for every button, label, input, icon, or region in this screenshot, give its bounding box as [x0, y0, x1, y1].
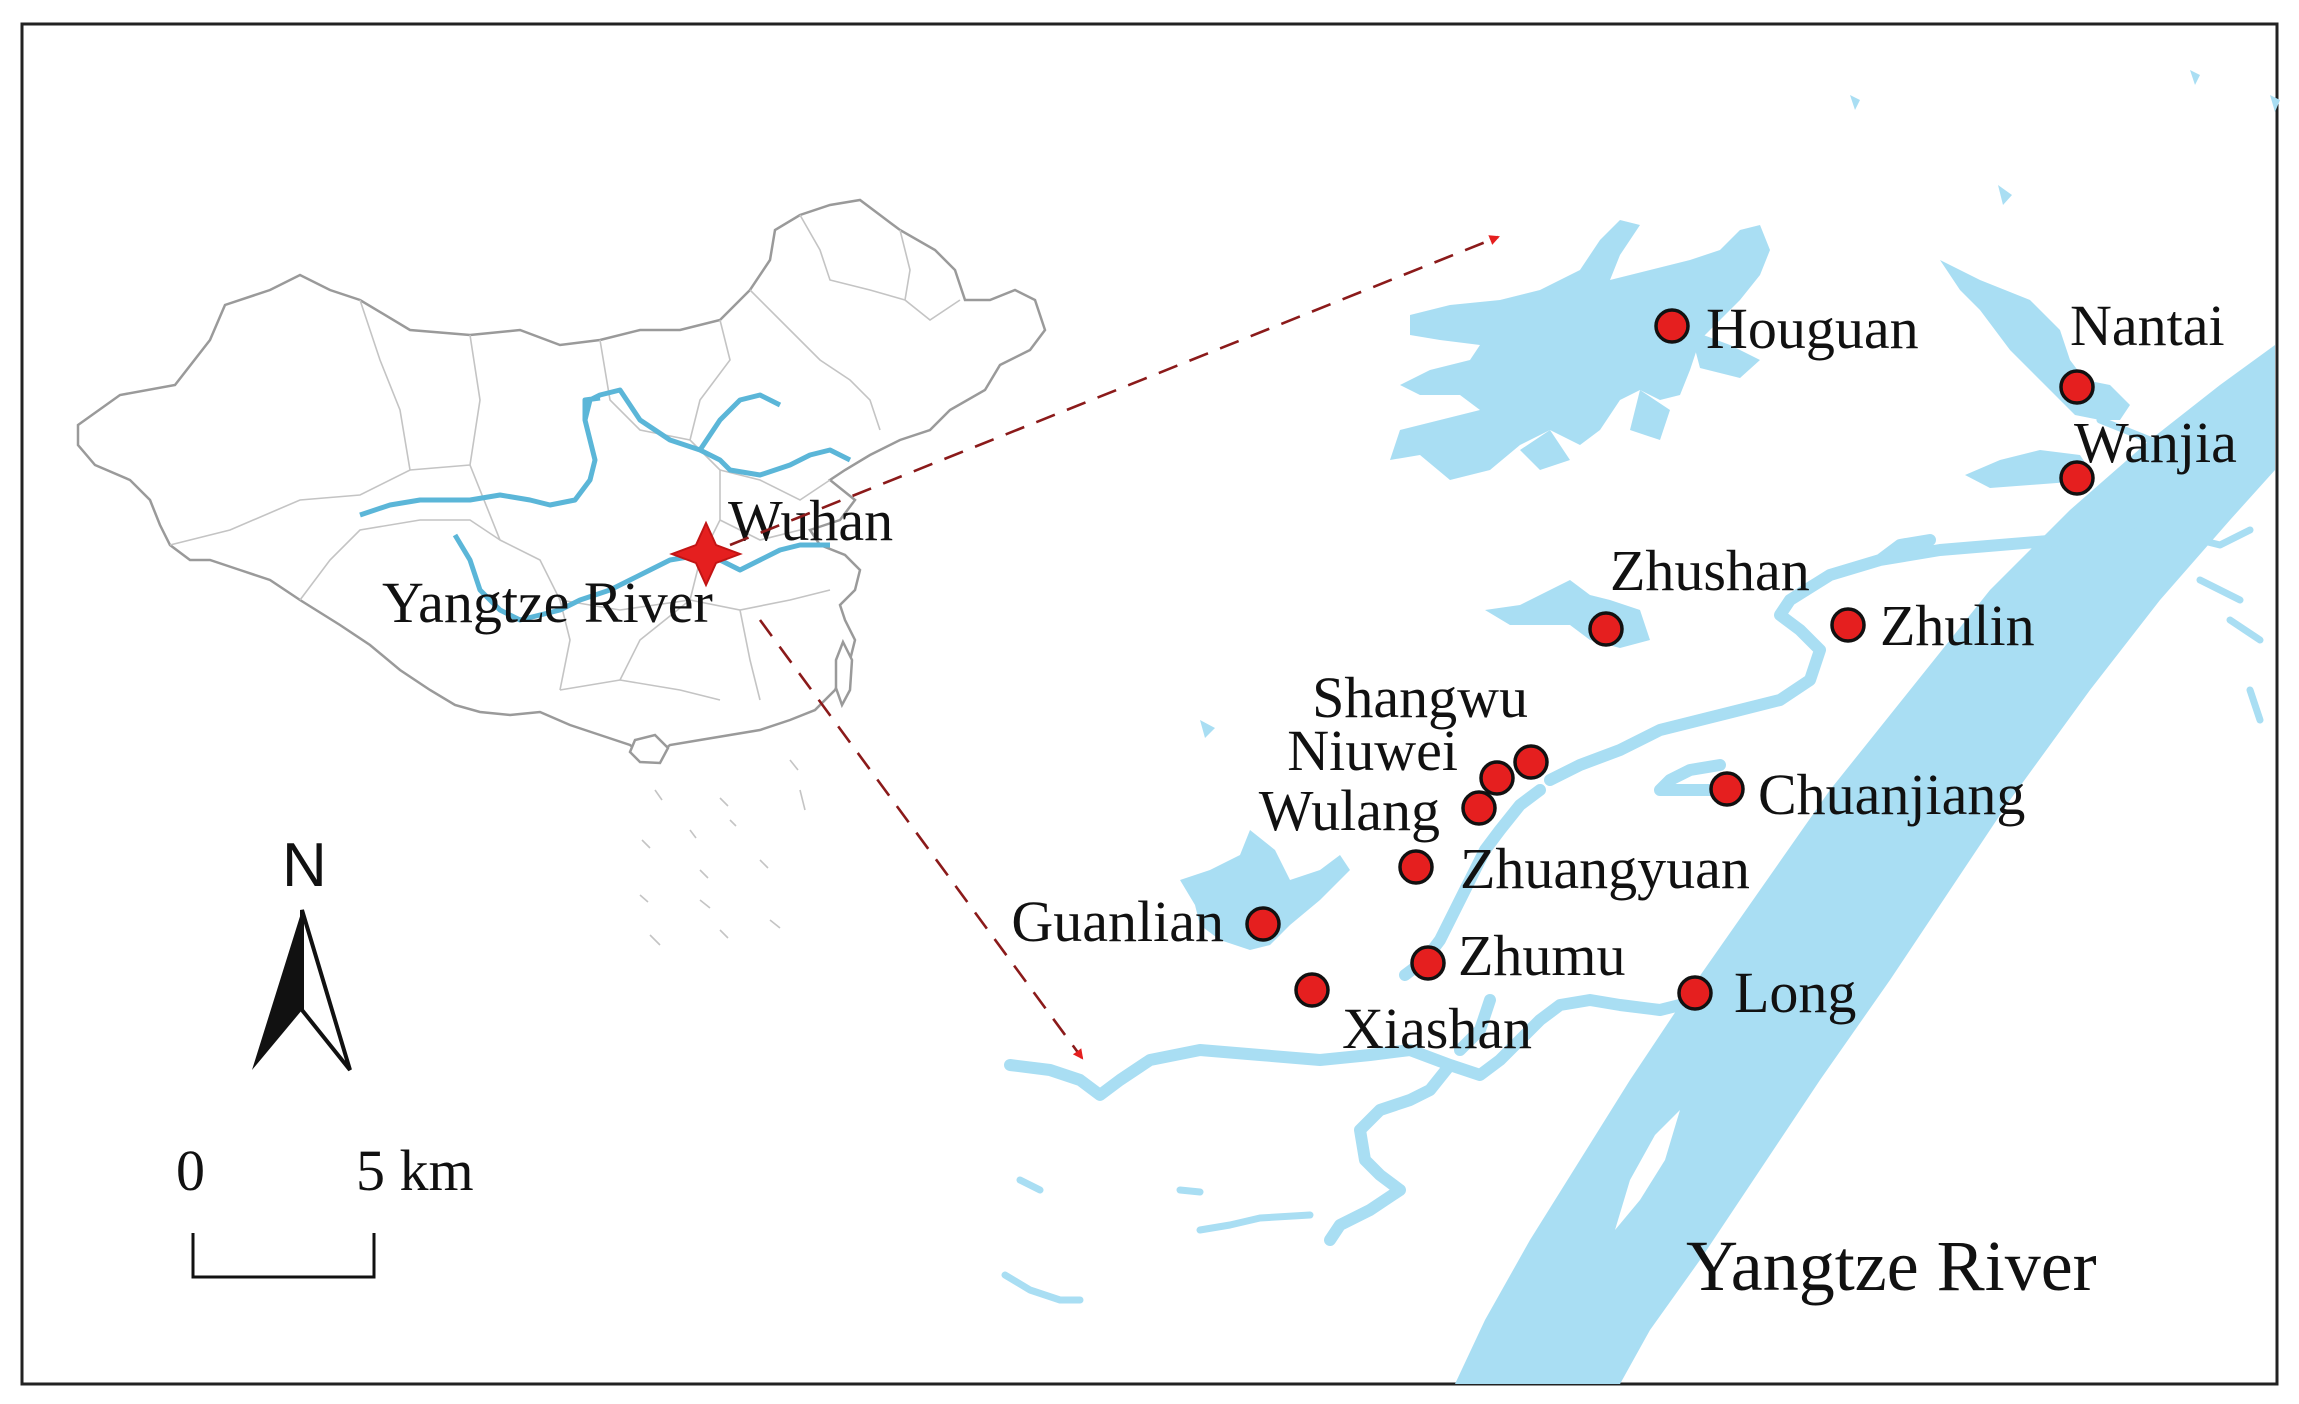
north-arrow-dark-half [252, 910, 302, 1070]
site-marker-houguan [1654, 308, 1690, 344]
site-marker-zhumu [1410, 945, 1446, 981]
site-marker-zhulin [1830, 607, 1866, 643]
lake-water-bodies [1001, 70, 2280, 1384]
thin-channels [1001, 416, 2264, 1304]
site-label-shangwu: Shangwu [1312, 665, 1528, 730]
scale-end-label: 5 km [356, 1138, 474, 1203]
north-arrow-light-half [300, 909, 352, 1072]
wuhan-label: Wuhan [728, 488, 893, 553]
site-label-guanlian: Guanlian [1011, 889, 1224, 954]
site-label-zhuangyuan: Zhuangyuan [1460, 836, 1750, 901]
north-arrow-icon: N [252, 831, 352, 1072]
province-boundaries [169, 214, 961, 701]
site-marker-zhushan [1588, 611, 1624, 647]
site-marker-long [1677, 975, 1713, 1011]
site-marker-wulang [1461, 790, 1497, 826]
site-marker-nantai [2059, 369, 2095, 405]
site-label-wulang: Wulang [1259, 778, 1440, 843]
island-taiwan [834, 638, 854, 709]
sampling-sites: Houguan NantaiWanjiaZhushanZhulinShangwuN… [1011, 293, 2236, 1061]
south-sea-islands [639, 759, 806, 946]
scale-bar: 0 5 km [176, 1138, 474, 1279]
site-label-niuwei: Niuwei [1287, 718, 1458, 783]
houguan-arms [1520, 330, 1760, 470]
scale-bar-line [191, 1233, 376, 1279]
north-label: N [282, 831, 327, 900]
china-inset-map: Wuhan Yangtze River [76, 198, 1047, 946]
china-yellow-river [359, 387, 852, 518]
red-star-icon [669, 520, 743, 588]
site-marker-xiashan [1294, 972, 1330, 1008]
site-marker-guanlian [1245, 906, 1281, 942]
guanlian-lake [1180, 830, 1350, 950]
site-marker-shangwu [1513, 744, 1549, 780]
yangtze-river-label: Yangtze River [1686, 1226, 2097, 1306]
houguan-lake [1390, 220, 1770, 480]
site-marker-wanjia [2059, 460, 2095, 496]
inset-yangtze-label: Yangtze River [382, 570, 713, 635]
site-marker-zhuangyuan [1398, 849, 1434, 885]
river-channels [1004, 499, 2206, 1246]
site-marker-chuanjiang [1709, 771, 1745, 807]
site-label-wanjia: Wanjia [2074, 410, 2237, 475]
zoom-arrow-upper [729, 235, 1500, 547]
scale-start-label: 0 [176, 1138, 205, 1203]
site-label-houguan: Houguan [1706, 296, 1919, 361]
zoom-arrow-lower [758, 619, 1084, 1060]
site-label-zhulin: Zhulin [1880, 593, 2035, 658]
wanjia-lake [1965, 450, 2090, 488]
site-label-zhumu: Zhumu [1458, 923, 1626, 988]
site-marker-niuwei [1479, 760, 1515, 796]
site-label-chuanjiang: Chuanjiang [1758, 762, 2025, 827]
site-label-nantai: Nantai [2070, 293, 2225, 358]
site-label-long: Long [1734, 960, 1856, 1025]
china-yangtze-river [452, 533, 830, 623]
yangtze-main-channel [1455, 345, 2275, 1384]
site-label-xiashan: Xiashan [1342, 996, 1532, 1061]
site-label-zhushan: Zhushan [1610, 538, 1810, 603]
china-outline [76, 198, 1047, 762]
island-hainan [628, 733, 670, 765]
river-island [1615, 1110, 1680, 1230]
